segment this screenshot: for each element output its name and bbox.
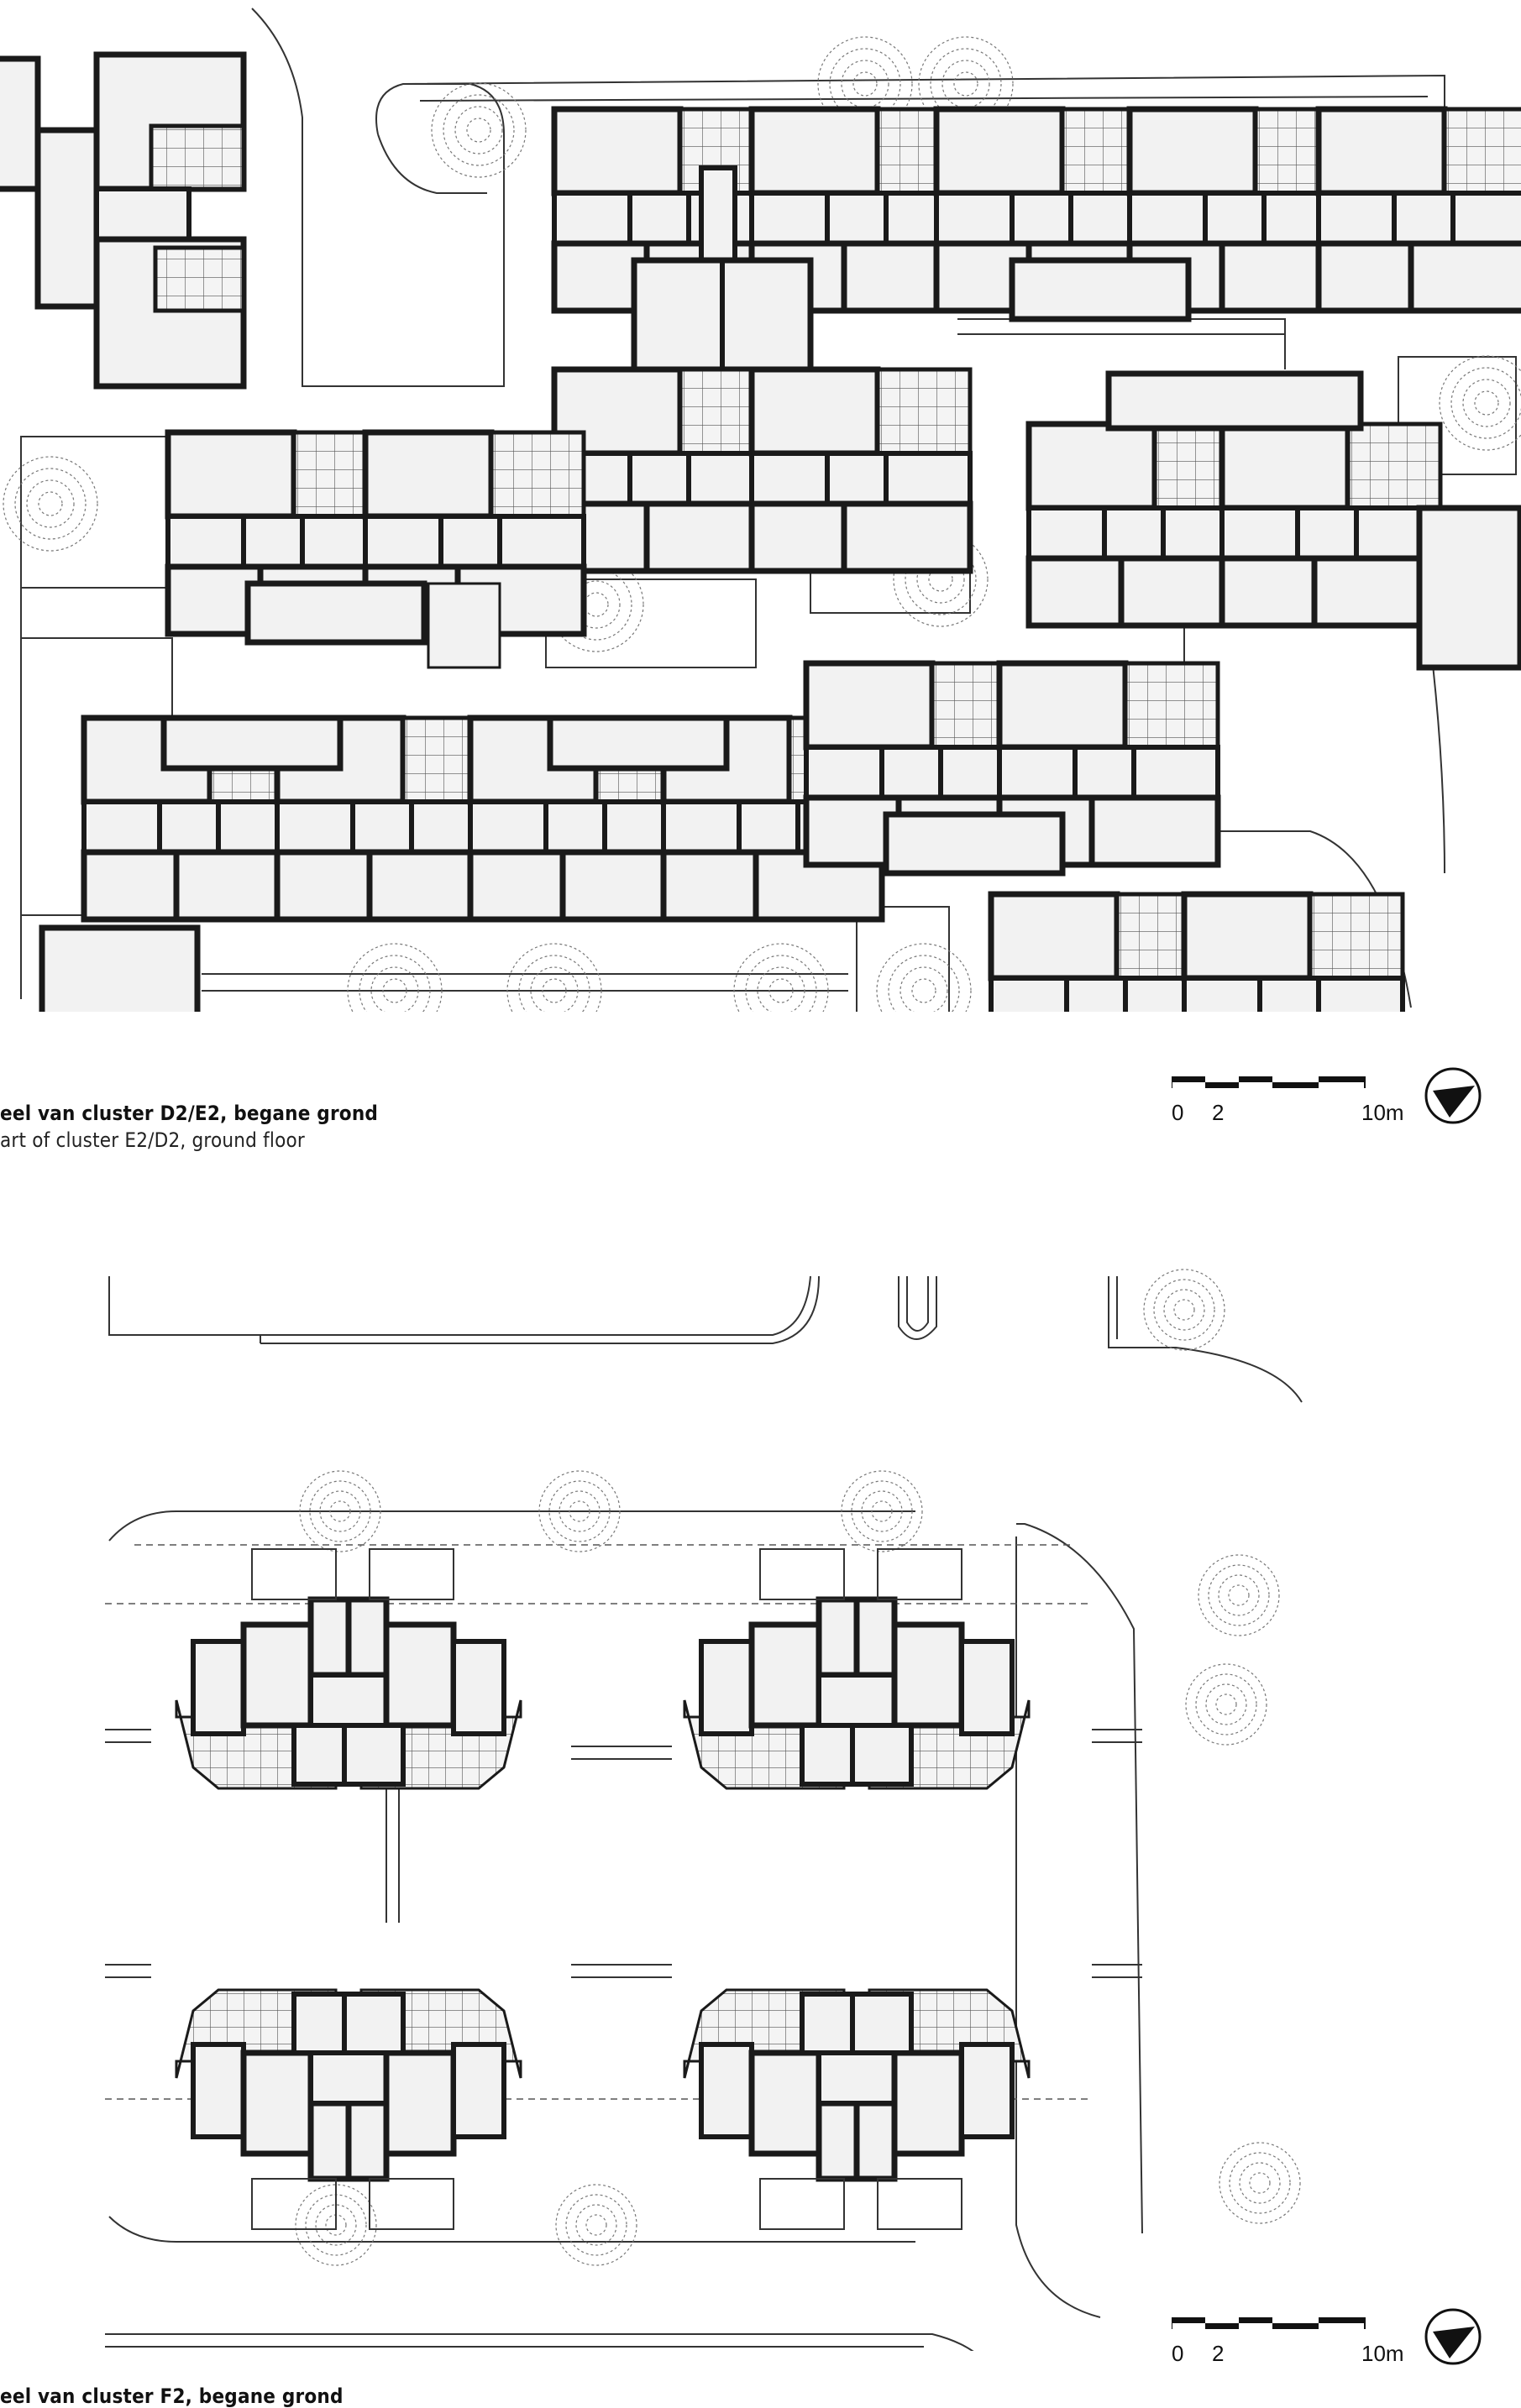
scale-label-0: 0: [1172, 1100, 1184, 1125]
scale-label-2: 2: [1212, 2341, 1225, 2366]
plan2-caption: eel van cluster F2, begane grond: [0, 2384, 344, 2408]
plan2-scale-bar: 0 2 10m: [1172, 2308, 1491, 2374]
plan1-caption: eel van cluster D2/E2, begane grond art …: [0, 1102, 378, 1152]
plan2-title-nl: eel van cluster F2, begane grond: [0, 2384, 344, 2408]
scale-label-0: 0: [1172, 2341, 1184, 2366]
floor-plan-cluster-d2-e2: [0, 8, 1521, 1024]
scale-bar-graphic: [1172, 2317, 1366, 2329]
scale-label-10: 10m: [1361, 2341, 1404, 2366]
north-arrow-icon: [1424, 2308, 1482, 2365]
plan1-title-nl: eel van cluster D2/E2, begane grond: [0, 1102, 379, 1125]
floor-plan-cluster-f2: [105, 1269, 1303, 2351]
plan1-title-en: art of cluster E2/D2, ground floor: [0, 1128, 305, 1152]
scale-label-10: 10m: [1361, 1100, 1404, 1125]
scale-bar-graphic: [1172, 1076, 1366, 1088]
plan1-bottom-edge: [0, 1012, 1521, 1029]
plan1-scale-bar: 0 2 10m: [1172, 1067, 1491, 1133]
north-arrow-icon: [1424, 1067, 1482, 1124]
scale-label-2: 2: [1212, 1100, 1225, 1125]
